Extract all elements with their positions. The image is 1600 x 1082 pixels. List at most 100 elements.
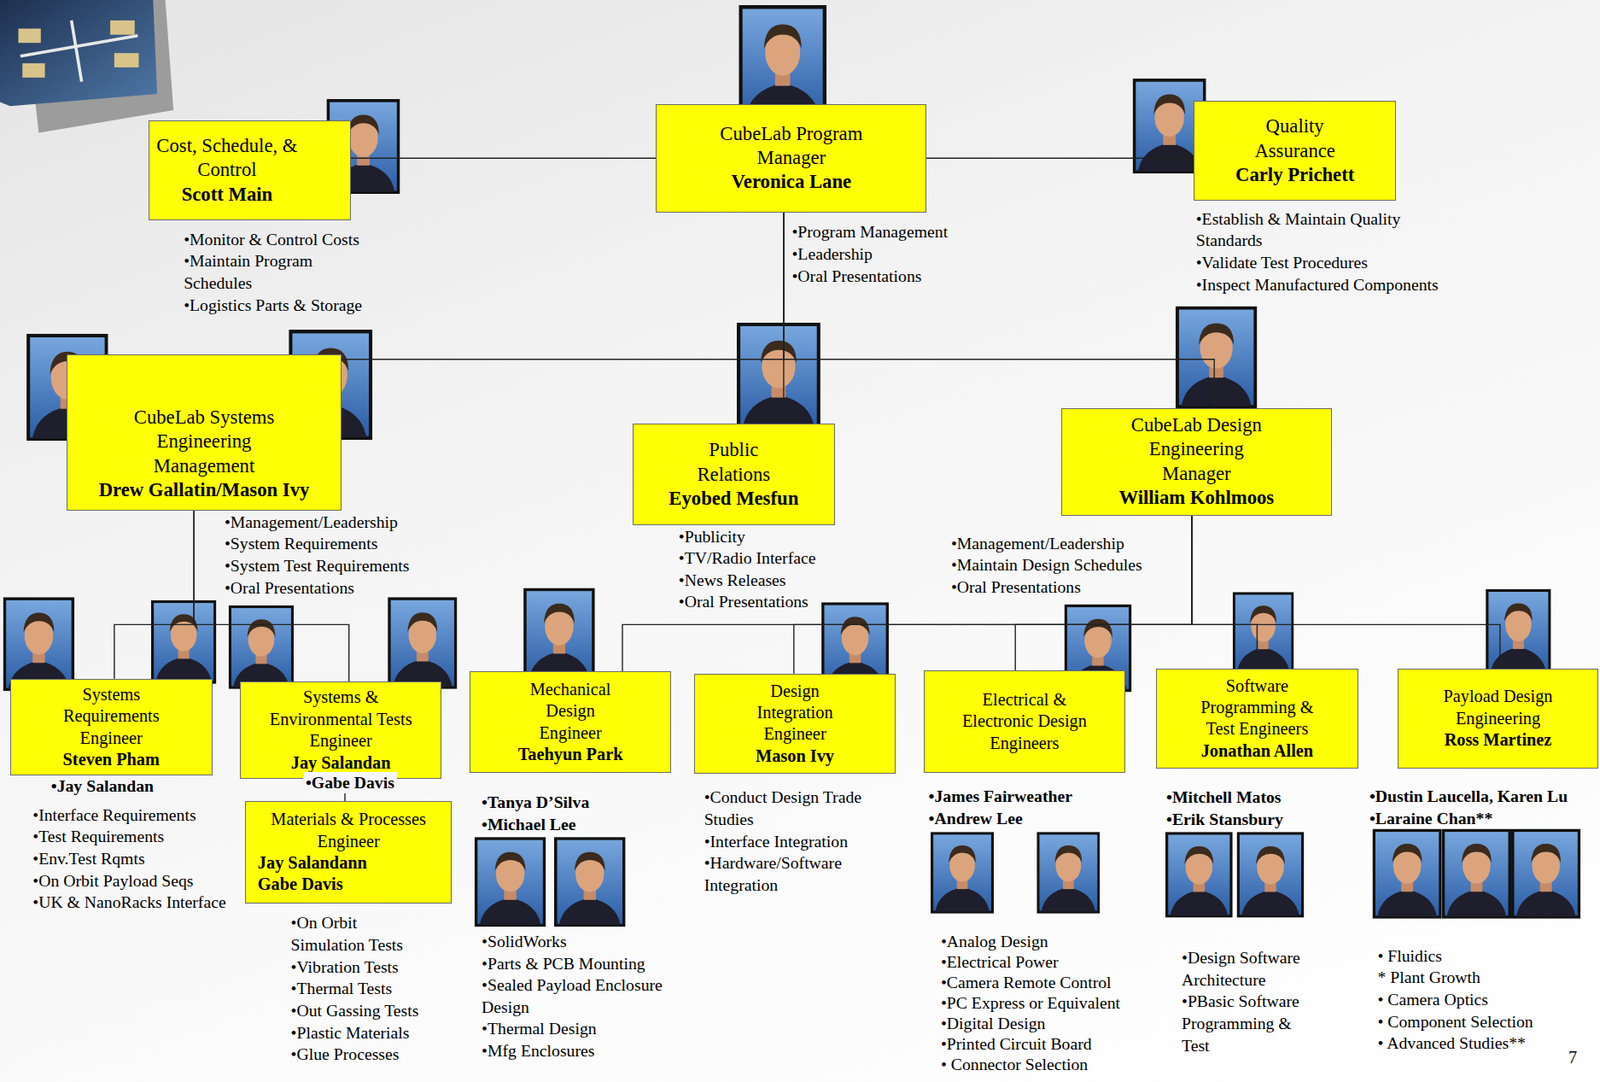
team-member: •Erik Stansbury bbox=[1166, 808, 1350, 831]
page-number: 7 bbox=[1568, 1045, 1594, 1069]
connector-line bbox=[794, 515, 1192, 674]
member-name: Drew Gallatin/Mason Ivy bbox=[72, 478, 337, 503]
duty-item: •Electrical Power bbox=[940, 951, 1145, 972]
role-box: Electrical & Electronic Design Engineers bbox=[923, 670, 1127, 773]
duty-item: • Fluidics bbox=[1377, 945, 1587, 968]
member-photo bbox=[1237, 833, 1303, 917]
duty-item: •Oral Presentations bbox=[224, 577, 450, 600]
role-box: CubeLab Design Engineering ManagerWillia… bbox=[1061, 408, 1332, 516]
duty-item: •Env.Test Rqmts bbox=[32, 847, 243, 871]
team-member: •Laraine Chan** bbox=[1369, 807, 1599, 830]
role-box: Quality AssuranceCarly Prichett bbox=[1193, 100, 1396, 201]
duty-item: •Program Management bbox=[791, 221, 996, 244]
role-box: Systems & Environmental Tests EngineerJa… bbox=[239, 681, 443, 779]
role-box: Public RelationsEyobed Mesfun bbox=[632, 423, 836, 526]
connector-line bbox=[341, 212, 784, 360]
duty-item: •Conduct Design Trade Studies bbox=[704, 786, 868, 830]
duty-item: •Oral Presentations bbox=[951, 576, 1186, 599]
member-photo bbox=[525, 589, 594, 680]
duty-item: •Interface Integration bbox=[704, 830, 868, 853]
role-title: Payload Design Engineering bbox=[1421, 685, 1575, 730]
duty-item: •PBasic Software Programming & Test bbox=[1181, 990, 1320, 1057]
member-name: Jonathan Allen bbox=[1162, 740, 1353, 762]
role-box: Mechanical Design EngineerTaehyun Park bbox=[469, 671, 672, 772]
member-photo bbox=[1177, 308, 1256, 408]
duty-item: •PC Express or Equivalent bbox=[940, 992, 1145, 1013]
duty-item: •Logistics Parts & Storage bbox=[183, 294, 383, 317]
duty-item: • Camera Optics bbox=[1377, 988, 1587, 1011]
member-photo bbox=[1487, 589, 1550, 673]
duty-item: •Oral Presentations bbox=[678, 590, 853, 614]
duty-item: •On Orbit Payload Seqs bbox=[32, 870, 243, 893]
role-title: Public Relations bbox=[677, 437, 790, 487]
member-photo bbox=[932, 833, 993, 912]
role-title: CubeLab Systems Engineering Management bbox=[127, 405, 281, 479]
duty-item: •Hardware/Software Integration bbox=[704, 852, 868, 896]
duty-item: •TV/Radio Interface bbox=[678, 547, 853, 570]
member-photo bbox=[1512, 829, 1580, 917]
role-box: Materials & Processes EngineerJay Saland… bbox=[245, 800, 453, 904]
role-title: Software Programming & Test Engineers bbox=[1191, 675, 1324, 741]
duty-item: •Vibration Tests bbox=[291, 956, 424, 979]
duty-item: • Advanced Studies** bbox=[1377, 1032, 1587, 1055]
team-member: •Michael Lee bbox=[481, 813, 666, 836]
member-name: Carly Prichett bbox=[1199, 163, 1390, 187]
duty-item: •Test Requirements bbox=[32, 825, 243, 848]
duty-item: •Mfg Enclosures bbox=[481, 1039, 664, 1063]
duty-item: •News Releases bbox=[678, 569, 853, 592]
duty-item: •System Test Requirements bbox=[224, 554, 450, 578]
role-box: Software Programming & Test EngineersJon… bbox=[1156, 668, 1359, 769]
duty-item: •Management/Leadership bbox=[224, 511, 450, 534]
role-title: Systems & Environmental Tests Engineer bbox=[264, 686, 418, 752]
duty-item: •Camera Remote Control bbox=[940, 971, 1145, 993]
connector-line bbox=[783, 212, 1215, 409]
connector-line bbox=[114, 510, 194, 679]
team-member: •Gabe Davis bbox=[303, 771, 398, 795]
member-photo bbox=[1373, 829, 1441, 917]
member-photo bbox=[1038, 833, 1099, 912]
connector-line bbox=[622, 515, 1192, 672]
member-photo bbox=[1167, 833, 1232, 917]
role-box: CubeLab Systems Engineering ManagementDr… bbox=[66, 354, 343, 511]
photo-frame bbox=[0, 0, 174, 133]
role-title: Quality Assurance bbox=[1238, 114, 1351, 164]
member-name: William Kohlmoos bbox=[1067, 485, 1326, 510]
duty-item: •Design Software Architecture bbox=[1181, 946, 1320, 991]
duty-item: •Leadership bbox=[791, 243, 996, 266]
role-box: Design Integration EngineerMason Ivy bbox=[694, 673, 897, 774]
duty-item: •Out Gassing Tests bbox=[291, 999, 424, 1022]
member-name: Veronica Lane bbox=[661, 169, 921, 194]
role-box: Systems Requirements EngineerSteven Pham bbox=[10, 678, 213, 777]
duty-item: •Publicity bbox=[678, 525, 853, 549]
duty-item: •Thermal Design bbox=[481, 1017, 664, 1040]
duty-item: •On Orbit Simulation Tests bbox=[291, 911, 424, 956]
role-title: Electrical & Electronic Design Engineers bbox=[952, 689, 1096, 754]
member-photo bbox=[389, 598, 456, 688]
connector-line bbox=[926, 157, 1194, 158]
role-title: CubeLab Design Engineering Manager bbox=[1120, 413, 1273, 486]
solar-panels bbox=[18, 20, 140, 78]
member-photo bbox=[152, 601, 216, 683]
member-photo bbox=[229, 606, 292, 688]
team-member: •Mitchell Matos bbox=[1166, 786, 1350, 809]
role-box: Payload Design EngineeringRoss Martinez bbox=[1397, 668, 1598, 769]
duty-item: •Plastic Materials bbox=[291, 1021, 424, 1045]
duty-item: •Monitor & Control Costs bbox=[183, 228, 383, 252]
duty-item: •Establish & Maintain Quality Standards bbox=[1196, 208, 1464, 252]
team-member: •Dustin Laucella, Karen Lu bbox=[1369, 785, 1599, 808]
team-member: •Tanya D’Silva bbox=[481, 791, 666, 814]
member-photo bbox=[555, 838, 625, 926]
duty-item: •Interface Requirements bbox=[32, 804, 243, 827]
member-name: Taehyun Park bbox=[475, 743, 666, 765]
member-photo bbox=[1442, 829, 1510, 917]
duty-item: •UK & NanoRacks Interface bbox=[32, 891, 243, 914]
space-station-photo bbox=[0, 0, 158, 106]
duty-item: •Sealed Payload Enclosure Design bbox=[481, 974, 664, 1018]
member-name: Scott Main bbox=[154, 182, 299, 207]
connector-line bbox=[1191, 515, 1258, 669]
member-photo bbox=[476, 838, 545, 926]
duty-item: •Inspect Manufactured Components bbox=[1196, 274, 1464, 297]
duty-item: • Component Selection bbox=[1377, 1010, 1587, 1034]
duty-item: * Plant Growth bbox=[1377, 966, 1587, 989]
